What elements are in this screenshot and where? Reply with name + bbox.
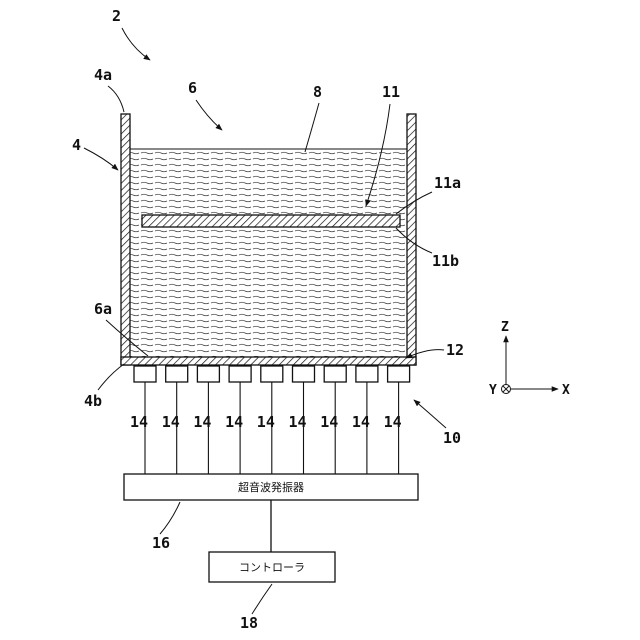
transducer-1	[134, 366, 156, 382]
label-controller: 18	[240, 614, 258, 632]
label-tank: 4	[72, 136, 81, 154]
coordinate-axes: Z X Y	[489, 320, 570, 398]
leader-space	[196, 100, 222, 130]
transducer-9	[388, 366, 410, 382]
label-apparatus: 2	[112, 7, 121, 25]
label-transducer-1: 14	[130, 413, 148, 431]
vibration-plate	[121, 357, 416, 365]
label-transducer-7: 14	[320, 413, 338, 431]
leader-unit	[414, 400, 446, 428]
label-transducer-4: 14	[225, 413, 243, 431]
label-transducer-2: 14	[162, 413, 180, 431]
cleaning-liquid	[130, 149, 407, 357]
controller-label: コントローラ	[239, 561, 305, 574]
label-tank-bottom: 4b	[84, 392, 102, 410]
transducer-3	[197, 366, 219, 382]
leader-apparatus	[122, 28, 150, 60]
transducer-7	[324, 366, 346, 382]
label-space: 6	[188, 79, 197, 97]
z-axis-label: Z	[501, 320, 509, 335]
leader-controller	[252, 584, 272, 614]
transducer-6	[293, 366, 315, 382]
ultrasonic-generator-label: 超音波発振器	[238, 480, 304, 494]
label-wafer-top: 11a	[434, 174, 461, 192]
transducer-8	[356, 366, 378, 382]
label-transducer-8: 14	[352, 413, 370, 431]
label-liquid: 8	[313, 83, 322, 101]
label-wafer: 11	[382, 83, 400, 101]
leader-tank-top	[108, 86, 124, 112]
label-transducer-6: 14	[289, 413, 307, 431]
label-unit: 10	[443, 429, 461, 447]
transducer-2	[166, 366, 188, 382]
label-transducer-3: 14	[193, 413, 211, 431]
transducer-group: 14 14 14 14 14 14 14 14 14	[130, 366, 410, 474]
transducer-4	[229, 366, 251, 382]
y-axis-label: Y	[489, 383, 497, 398]
leader-tank-bottom	[98, 364, 124, 390]
wafer	[142, 215, 400, 227]
label-plate: 12	[446, 341, 464, 359]
label-generator: 16	[152, 534, 170, 552]
leader-liquid	[305, 103, 319, 152]
label-wafer-bottom: 11b	[432, 252, 459, 270]
label-space-bottom: 6a	[94, 300, 112, 318]
leader-tank	[84, 148, 118, 170]
x-axis-label: X	[562, 383, 570, 398]
tank-left-wall	[121, 114, 130, 365]
label-transducer-5: 14	[257, 413, 275, 431]
leader-generator	[160, 502, 180, 534]
transducer-5	[261, 366, 283, 382]
label-tank-top: 4a	[94, 66, 112, 84]
label-transducer-9: 14	[384, 413, 402, 431]
